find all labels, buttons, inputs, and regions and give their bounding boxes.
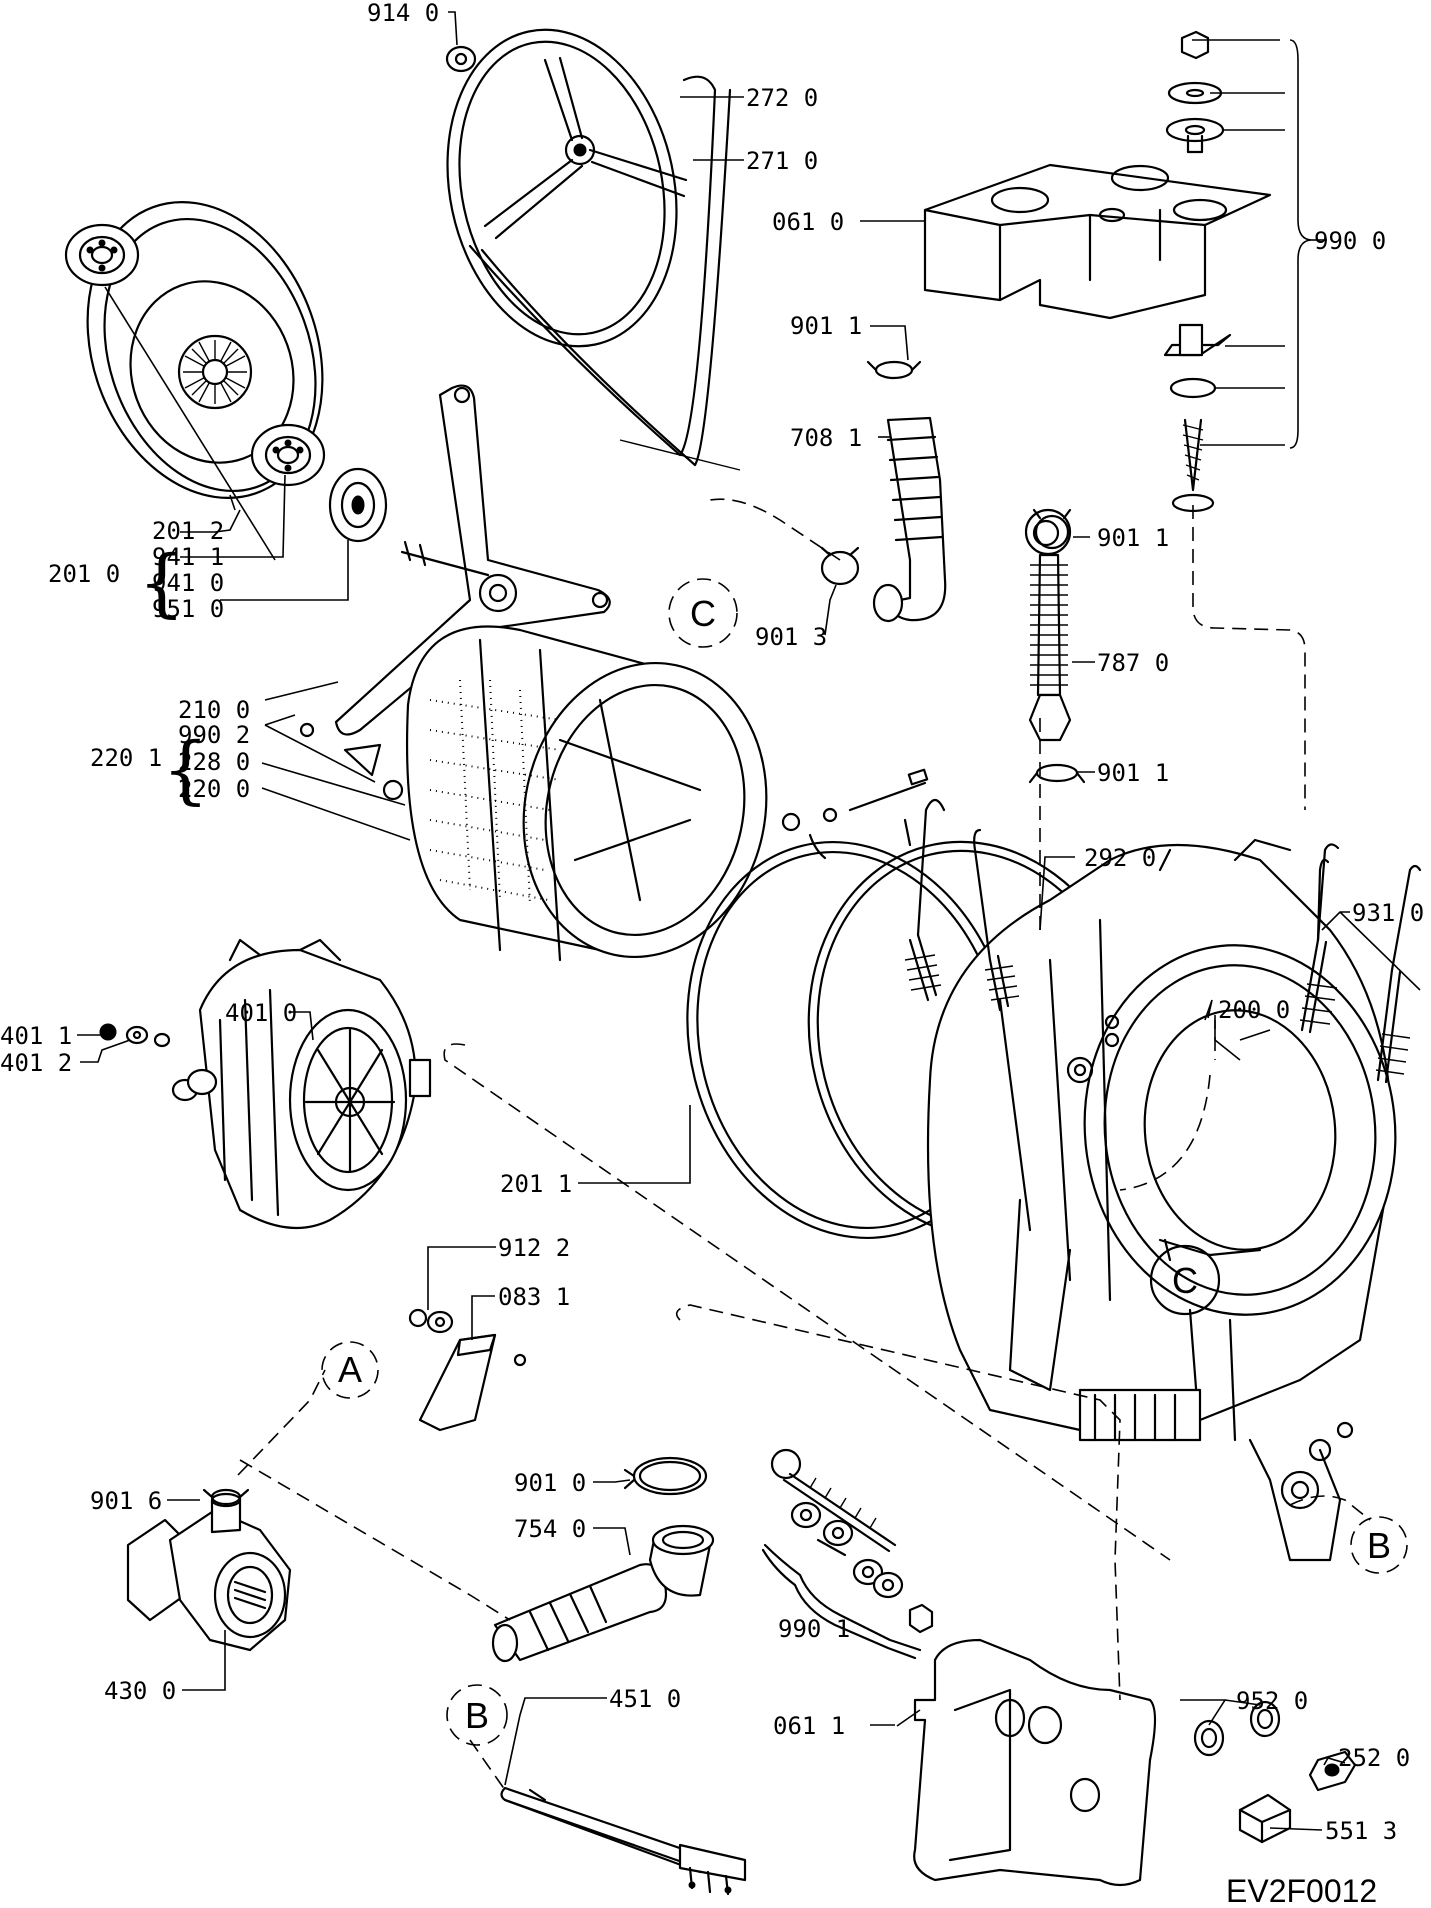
plug-551: [1238, 1793, 1292, 1844]
callout-201-0: 201 0: [48, 560, 120, 588]
clip-901-0: [623, 1456, 708, 1496]
bearing-941-0: [250, 423, 326, 487]
callout-551-3: 551 3: [1325, 1817, 1397, 1845]
ref-circle-c-tub: C: [1149, 1244, 1221, 1316]
ref-c-tub-label: C: [1172, 1260, 1198, 1301]
callout-200-0: 200 0: [1218, 996, 1290, 1024]
ref-circle-b-heater: B: [446, 1684, 508, 1746]
fixing-kit-990-1: [761, 1448, 934, 1660]
clip-901-3: [820, 546, 860, 586]
shaft-seal-951: [328, 467, 388, 543]
callout-901-1-bot: 901 1: [1097, 759, 1169, 787]
nut-914: [445, 45, 477, 73]
callout-912-2: 912 2: [498, 1234, 570, 1262]
callout-901-0: 901 0: [514, 1469, 586, 1497]
callout-901-1-top: 901 1: [1097, 524, 1169, 552]
callout-931-0: 931 0: [1352, 899, 1424, 927]
callout-901-6: 901 6: [90, 1487, 162, 1515]
ref-circle-c-left: C: [668, 578, 738, 648]
callout-201-2: 201 2: [152, 517, 224, 545]
drum-fasteners: [299, 722, 929, 832]
rear-tub-flange: [86, 201, 324, 499]
callout-083-1: 083 1: [498, 1283, 570, 1311]
callout-708-1: 708 1: [790, 424, 862, 452]
callout-220-1: 220 1: [90, 744, 162, 772]
brace-201: {: [138, 540, 185, 626]
callout-901-1-hose: 901 1: [790, 312, 862, 340]
bearing-941-1: [64, 223, 140, 287]
callout-292-0: 292 0: [1084, 844, 1156, 872]
callout-941-0: 941 0: [152, 569, 224, 597]
ref-b-tub-label: B: [1367, 1525, 1391, 1566]
callout-252-0: 252 0: [1338, 1744, 1410, 1772]
callout-990-1: 990 1: [778, 1615, 850, 1643]
counterweight-top: [923, 163, 1272, 320]
heater-451: [500, 1786, 747, 1896]
clip-901-damper-bot: [1028, 763, 1086, 784]
ref-b-heater-label: B: [465, 1695, 489, 1736]
callout-272-0: 272 0: [746, 84, 818, 112]
callout-labels: 914 0 272 0 271 0 061 0 990 0 901 1 708 …: [0, 0, 1424, 1845]
callout-228-0: 228 0: [178, 748, 250, 776]
callout-401-2: 401 2: [0, 1049, 72, 1077]
callout-990-0: 990 0: [1314, 227, 1386, 255]
ref-circle-a: A: [321, 1341, 379, 1399]
clip-901-damper-top: [1032, 508, 1072, 550]
motor-fasteners: [99, 1023, 171, 1048]
callout-220-0: 220 0: [178, 775, 250, 803]
washers-952: [1193, 1700, 1281, 1757]
sump-hose-754: [491, 1524, 715, 1663]
ref-a-label: A: [338, 1349, 362, 1390]
callout-061-1: 061 1: [773, 1712, 845, 1740]
drum-spider: [334, 384, 611, 736]
screw-912: [408, 1308, 454, 1334]
callout-952-0: 952 0: [1236, 1687, 1308, 1715]
callout-941-1: 941 1: [152, 543, 224, 571]
brace-220: {: [162, 727, 209, 813]
ref-c-left-label: C: [690, 593, 716, 634]
bush-252: [1308, 1750, 1357, 1792]
callout-430-0: 430 0: [104, 1677, 176, 1705]
motor-401: [171, 938, 432, 1230]
callout-951-0: 951 0: [152, 595, 224, 623]
clip-901-6: [202, 1488, 250, 1506]
leader-lines: [77, 11, 1421, 1831]
callout-201-1: 201 1: [500, 1170, 572, 1198]
ref-circle-b-tub: B: [1350, 1516, 1408, 1574]
callout-914-0: 914 0: [367, 0, 439, 27]
callout-061-0: 061 0: [772, 208, 844, 236]
drum: [405, 625, 768, 962]
callout-401-0: 401 0: [225, 999, 297, 1027]
tub-200: [926, 838, 1397, 1562]
callout-401-1: 401 1: [0, 1022, 72, 1050]
callout-210-0: 210 0: [178, 696, 250, 724]
drain-pump-430: [126, 1492, 292, 1652]
pulley-and-belt: [446, 28, 741, 471]
bracket-083: [418, 1333, 527, 1432]
clip-901-hose: [866, 360, 922, 380]
callout-271-0: 271 0: [746, 147, 818, 175]
reference-lines: [237, 498, 1371, 1791]
callout-787-0: 787 0: [1097, 649, 1169, 677]
callout-754-0: 754 0: [514, 1515, 586, 1543]
counterweight-front: [913, 1638, 1157, 1887]
callout-451-0: 451 0: [609, 1685, 681, 1713]
drawing-code: EV2F0012: [1226, 1873, 1377, 1908]
callout-901-3: 901 3: [755, 623, 827, 651]
callout-990-2: 990 2: [178, 721, 250, 749]
tub-springs: [904, 798, 1422, 1084]
hose-708: [872, 416, 947, 623]
